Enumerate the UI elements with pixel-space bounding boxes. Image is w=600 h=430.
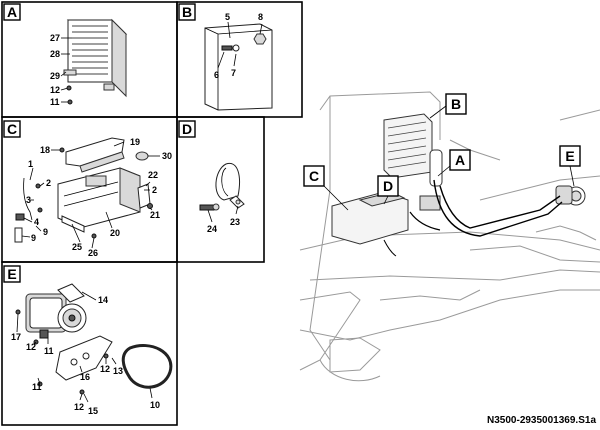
- panel-c-letter: C: [7, 121, 17, 137]
- panel-frames: [1, 1, 303, 426]
- callout-e-11b: 11: [32, 382, 42, 392]
- callout-a-27: 27: [50, 33, 60, 43]
- panel-a-letter: A: [7, 4, 17, 20]
- bracket-plate-drawing: [204, 23, 273, 111]
- overview-callout-c: C: [309, 168, 319, 184]
- overview-callout-d: D: [383, 178, 393, 194]
- callout-e-14: 14: [98, 295, 108, 305]
- callout-e-12a: 12: [26, 342, 36, 352]
- callout-a-11: 11: [50, 97, 60, 107]
- callout-a-29: 29: [50, 71, 60, 81]
- callout-e-13: 13: [113, 366, 123, 376]
- callout-c-18: 18: [40, 145, 50, 155]
- callout-e-12c: 12: [74, 402, 84, 412]
- callout-e-12b: 12: [100, 364, 110, 374]
- overview-callout-b: B: [451, 96, 461, 112]
- panel-c: C: [3, 120, 172, 258]
- panel-e-letter: E: [7, 266, 16, 282]
- panel-b: B 5 8 6 7: [178, 3, 273, 111]
- callout-c-21: 21: [150, 210, 160, 220]
- callout-c-26: 26: [88, 248, 98, 258]
- callout-c-25: 25: [72, 242, 82, 252]
- panel-d-letter: D: [182, 121, 192, 137]
- compressor-drawing: [15, 283, 173, 395]
- callout-c-9b: 9: [31, 233, 36, 243]
- callout-c-19: 19: [130, 137, 140, 147]
- callout-c-3: 3: [26, 195, 31, 205]
- overview-callout-e: E: [565, 148, 574, 164]
- callout-b-5: 5: [225, 12, 230, 22]
- callout-e-17: 17: [11, 332, 21, 342]
- panel-d: D 24 23: [178, 120, 245, 234]
- panel-a: A 27 28 29 12 11: [3, 3, 128, 107]
- condenser-drawing: [63, 18, 128, 98]
- callout-e-15: 15: [88, 406, 98, 416]
- callout-e-10: 10: [150, 400, 160, 410]
- callout-d-23: 23: [230, 217, 240, 227]
- callout-c-22: 22: [148, 170, 158, 180]
- callout-a-12: 12: [50, 85, 60, 95]
- callout-c-4: 4: [34, 217, 39, 227]
- overview-callouts: B A C D E: [303, 93, 581, 211]
- callout-c-2b: 2: [152, 185, 157, 195]
- clamp-drawing: [199, 162, 245, 211]
- callout-e-16: 16: [80, 372, 90, 382]
- overview-callout-a: A: [455, 152, 465, 168]
- callout-e-11a: 11: [44, 346, 54, 356]
- callout-d-24: 24: [207, 224, 217, 234]
- panel-b-letter: B: [182, 4, 192, 20]
- machine-overview: [299, 91, 600, 382]
- callout-b-6: 6: [214, 70, 219, 80]
- panel-e: E: [3, 265, 173, 416]
- callout-c-30: 30: [162, 151, 172, 161]
- callout-a-28: 28: [50, 49, 60, 59]
- drawing-code: N3500-2935001369.S1a: [487, 415, 596, 426]
- callout-c-2a: 2: [46, 178, 51, 188]
- callout-b-8: 8: [258, 12, 263, 22]
- callout-c-1: 1: [28, 159, 33, 169]
- callout-c-20: 20: [110, 228, 120, 238]
- callout-c-9a: 9: [43, 227, 48, 237]
- hvac-unit-drawing: [14, 137, 153, 243]
- callout-b-7: 7: [231, 68, 236, 78]
